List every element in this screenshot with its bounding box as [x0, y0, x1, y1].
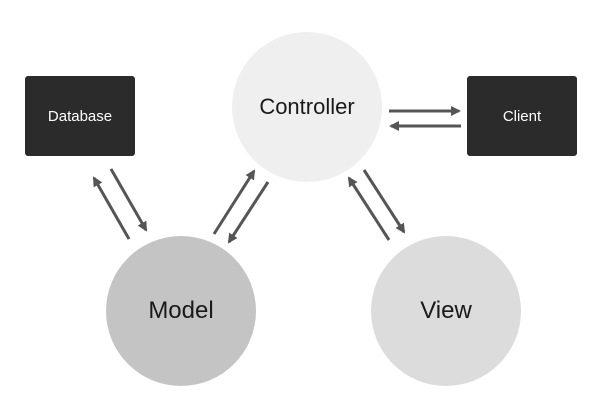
client-node: Client	[467, 76, 577, 156]
arrow-view-to-controller	[347, 176, 391, 241]
arrow-database-to-model	[109, 168, 148, 232]
model-node: Model	[106, 236, 256, 386]
arrow-model-to-database	[92, 176, 131, 240]
controller-node: Controller	[232, 32, 382, 182]
model-label: Model	[148, 297, 214, 324]
database-node: Database	[25, 76, 135, 156]
controller-label: Controller	[259, 94, 355, 119]
arrow-model-to-controller	[212, 169, 256, 235]
view-label: View	[420, 297, 472, 324]
database-label: Database	[47, 107, 113, 125]
arrow-controller-to-model	[227, 181, 270, 244]
arrow-controller-to-view	[362, 169, 406, 234]
view-node: View	[371, 236, 521, 386]
client-label: Client	[502, 107, 542, 125]
